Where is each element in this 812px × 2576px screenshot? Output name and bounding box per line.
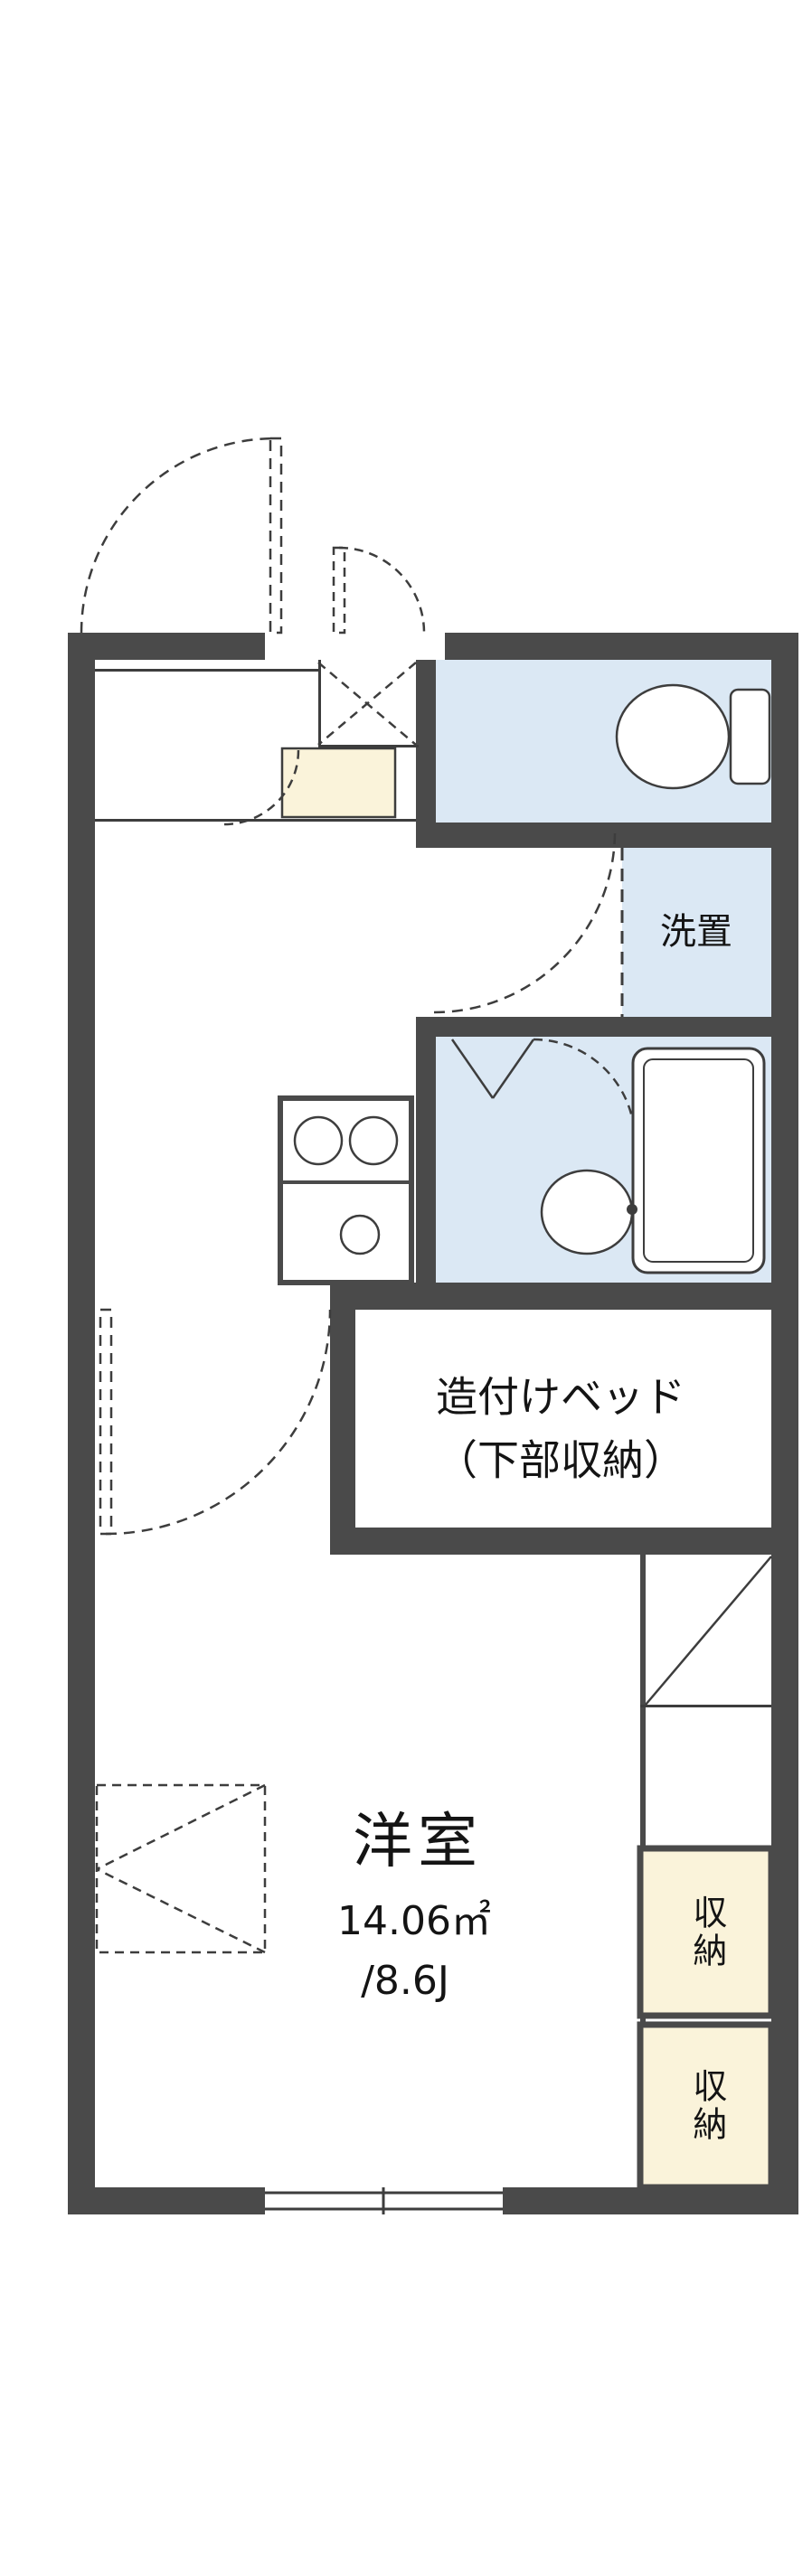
main-room-door-arc: [105, 1309, 332, 1536]
entry-door-arc-large: [80, 437, 277, 634]
storage-box-bottom: [637, 2021, 775, 2191]
storage-box-top: [637, 1845, 775, 2019]
closet-diagonal-line: [645, 1556, 772, 1706]
sink-drain-circle: [339, 1214, 381, 1255]
toilet-bowl: [615, 683, 731, 790]
built-in-bed-label-line1: 造付けベッド: [436, 1372, 685, 1422]
right-wall: [771, 633, 798, 2214]
top-wall-left: [68, 633, 265, 660]
entry-door-arc-small: [338, 546, 426, 634]
closet-divider-line: [640, 1705, 771, 1707]
kitchen-unit: [278, 1095, 414, 1285]
top-wall-right: [445, 633, 798, 660]
main-room-area-m2-label: 14.06㎡: [337, 1897, 491, 1944]
bath-fold-door-line-2: [491, 1039, 535, 1099]
storage-top-label: 収納: [686, 1894, 727, 1970]
kitchen-side-wall-stub: [330, 1283, 416, 1310]
built-in-bed-label-line2: （下部収納）: [436, 1435, 685, 1485]
washbasin: [540, 1169, 634, 1255]
stove-burner-right: [348, 1115, 399, 1166]
stove-burner-left: [293, 1115, 344, 1166]
bathtub-inner: [643, 1058, 754, 1263]
entry-cabinet-left-line: [318, 660, 321, 748]
entry-cabinet-bottom-line: [318, 745, 419, 747]
shoe-cabinet: [280, 747, 397, 819]
laundry-room-label: 洗置: [660, 911, 732, 953]
bottom-wall-right: [503, 2187, 798, 2214]
storage-bottom-label: 収納: [686, 2068, 727, 2144]
bathtub-outer: [631, 1047, 766, 1274]
bath-fold-door-line-1: [450, 1039, 495, 1099]
entry-door-leaf-large: [269, 437, 283, 635]
dashed-furniture-box: [95, 1783, 267, 1954]
bed-bottom-wall: [330, 1528, 798, 1555]
dashed-furniture-diagonal-2: [96, 1867, 266, 1954]
entry-cabinet-diagonal-2: [317, 662, 417, 746]
left-wall: [68, 633, 95, 2214]
main-room-area-jo-label: /8.6J: [361, 1957, 449, 2004]
toilet-tank: [729, 688, 771, 785]
main-room-name-label: 洋室: [353, 1806, 483, 1876]
entry-door-leaf-small: [332, 546, 346, 635]
bed-left-wall: [330, 1310, 355, 1555]
main-room-door-leaf: [99, 1308, 113, 1536]
dashed-furniture-diagonal-1: [96, 1783, 266, 1871]
laundry-room-floor: [622, 848, 771, 1017]
entry-toilet-divider-wall: [416, 660, 436, 823]
shoe-cabinet-door-arc: [223, 749, 300, 826]
toilet-bottom-wall: [416, 823, 798, 848]
bath-door-arc: [533, 1038, 637, 1142]
bottom-wall-left: [68, 2187, 265, 2214]
entry-step-line: [95, 819, 416, 822]
washroom-door-arc: [433, 831, 617, 1014]
washbasin-faucet-dot: [627, 1204, 637, 1215]
entry-top-step-line: [95, 669, 318, 672]
